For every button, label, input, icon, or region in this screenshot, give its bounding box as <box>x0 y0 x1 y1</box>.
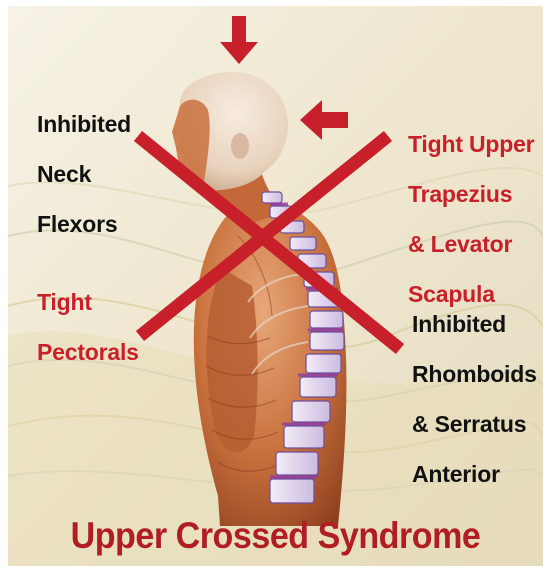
label-line: Anterior <box>412 462 537 487</box>
label-line: & Serratus <box>412 412 537 437</box>
label-inhibited-rhomboids: Inhibited Rhomboids & Serratus Anterior <box>412 287 537 512</box>
label-line: Inhibited <box>412 312 537 337</box>
label-line: Tight <box>37 290 139 315</box>
ear <box>231 133 249 159</box>
label-line: & Levator <box>408 232 534 257</box>
label-tight-pectorals: Tight Pectorals <box>37 265 139 390</box>
label-line: Pectorals <box>37 340 139 365</box>
label-line: Trapezius <box>408 182 534 207</box>
label-line: Tight Upper <box>408 132 534 157</box>
arm <box>206 268 257 452</box>
label-line: Flexors <box>37 212 131 237</box>
label-line: Neck <box>37 162 131 187</box>
diagram-title: Upper Crossed Syndrome <box>22 514 529 558</box>
label-inhibited-neck-flexors: Inhibited Neck Flexors <box>37 87 131 262</box>
label-line: Rhomboids <box>412 362 537 387</box>
label-line: Inhibited <box>37 112 131 137</box>
